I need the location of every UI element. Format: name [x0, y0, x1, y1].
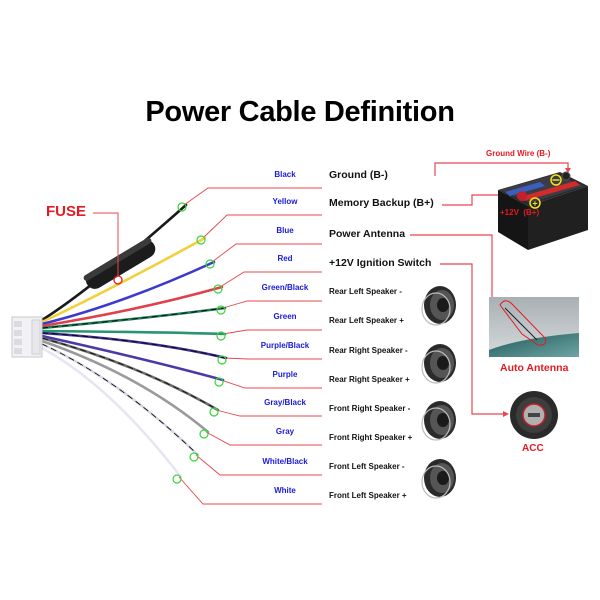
wire-end-marker [216, 331, 226, 341]
wire-end-marker [216, 305, 226, 315]
speaker-icon [421, 401, 456, 441]
wire-function-label: Rear Left Speaker - [329, 287, 402, 296]
wire-end-marker [214, 377, 224, 387]
wire-stripe [41, 337, 219, 411]
speaker-frame [421, 350, 451, 384]
wire-gray [40, 339, 210, 434]
wire-white-black [40, 342, 200, 457]
speaker-dustcap [437, 413, 449, 427]
wire-function-label: +12V Ignition Switch [329, 257, 432, 269]
wire-function-label: Front Left Speaker + [329, 491, 407, 500]
fuse-callout-line [93, 212, 119, 276]
wire-stripe [41, 343, 199, 456]
wire-end-marker [217, 355, 227, 365]
wire-color-label: Gray/Black [264, 398, 306, 407]
wire-color-label: Green [273, 312, 297, 321]
wire-function-label: Rear Right Speaker - [329, 346, 408, 355]
wire-end-marker [199, 429, 209, 439]
wire-yellow [40, 236, 207, 324]
wire-end-markers [172, 202, 227, 484]
wire-end-marker [196, 235, 206, 245]
wire-color-label: Green/Black [261, 283, 309, 292]
callout-lines [178, 162, 571, 505]
ground-wire-label: Ground Wire (B-) [486, 149, 551, 158]
wire-end-marker [177, 202, 187, 212]
fuse-label: FUSE [46, 203, 87, 220]
wire-color-label: Purple/Black [260, 341, 310, 350]
power-antenna-line [410, 234, 493, 312]
speakers-group [421, 286, 456, 499]
fuse-marker [113, 275, 123, 285]
page-title: Power Cable Definition [145, 96, 455, 128]
auto-antenna-label: Auto Antenna [500, 362, 569, 374]
wire-color-label: Black [274, 170, 296, 179]
svg-text:+: + [532, 199, 537, 209]
speaker-frame [421, 465, 451, 499]
wire-white [40, 346, 183, 479]
wire-function-label: Rear Left Speaker + [329, 316, 404, 325]
callout-line [222, 329, 322, 335]
wire-stripe [41, 332, 227, 359]
acc-label: ACC [522, 443, 544, 454]
speaker-dustcap [437, 471, 449, 485]
speaker-frame [421, 292, 451, 326]
speaker-dustcap [437, 298, 449, 312]
wire-function-label: Ground (B-) [329, 169, 388, 181]
wire-blue [40, 260, 216, 326]
ignition-switch-icon [510, 391, 558, 439]
wire-end-marker [172, 474, 182, 484]
car-antenna-photo [489, 297, 579, 357]
wire-function-label: Rear Right Speaker + [329, 375, 410, 384]
wire-red [40, 285, 224, 328]
wire-function-label: Memory Backup (B+) [329, 197, 434, 209]
callout-line [215, 409, 322, 417]
arrow-head [565, 168, 571, 173]
speaker-icon [421, 459, 456, 499]
wire-green [40, 329, 227, 336]
speaker-icon [421, 344, 456, 384]
wire-color-label: Blue [276, 226, 294, 235]
callout-line [220, 379, 322, 389]
memory-backup-line [442, 194, 515, 206]
wire-end-marker [205, 259, 215, 269]
speaker-dustcap [437, 356, 449, 370]
wire-purple [40, 334, 225, 382]
wire-color-label: Yellow [272, 197, 298, 206]
ignition-line [440, 263, 505, 415]
wire-color-label: Gray [275, 427, 295, 436]
wire-function-label: Power Antenna [329, 228, 406, 240]
wire-function-label: Front Left Speaker - [329, 462, 405, 471]
wire-end-marker [209, 407, 219, 417]
fuse-holder [83, 237, 156, 289]
wire-end-marker [213, 284, 223, 294]
wires-group [40, 203, 228, 479]
wire-color-label: Red [277, 254, 293, 263]
arrow-head [503, 411, 509, 417]
callout-line [222, 300, 322, 309]
wire-harness-connector [11, 316, 43, 358]
wire-color-label: White [274, 486, 296, 495]
wire-function-label: Front Right Speaker - [329, 404, 411, 413]
ground-wire-line [434, 162, 569, 176]
speaker-frame [421, 407, 451, 441]
wire-gray-black [40, 336, 220, 412]
wire-stripe [41, 307, 226, 329]
wire-color-label: Purple [272, 370, 298, 379]
battery-positive-label: +12V (B+) [500, 208, 540, 217]
speaker-icon [421, 286, 456, 326]
car-battery-icon: + [498, 171, 588, 250]
wire-end-marker [189, 452, 199, 462]
wire-color-label: White/Black [262, 457, 308, 466]
wire-function-label: Front Right Speaker + [329, 433, 413, 442]
